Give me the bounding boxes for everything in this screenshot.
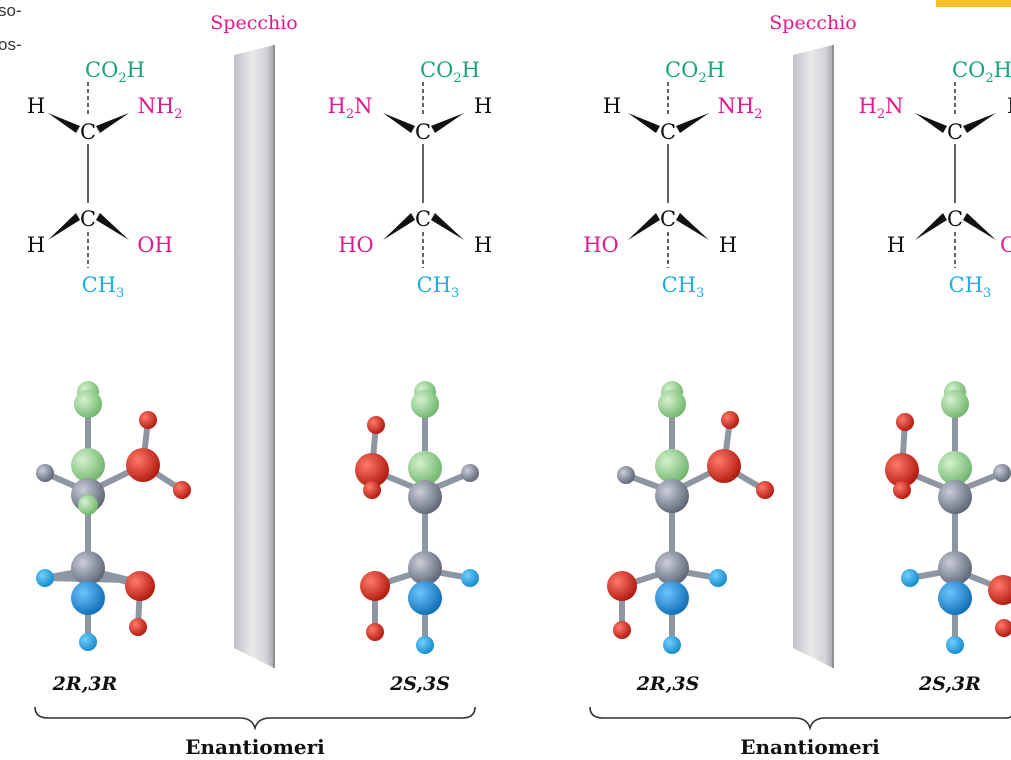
svg-text:H: H — [719, 233, 737, 257]
svg-text:H: H — [474, 233, 492, 257]
svg-text:C: C — [947, 207, 963, 231]
enantiomers-label-left: Enantiomeri — [185, 735, 325, 759]
config-label-3: 2R,3S — [636, 673, 700, 695]
svg-text:H: H — [27, 233, 45, 257]
mirror-label-left: Specchio — [210, 12, 297, 34]
svg-text:H2N: H2N — [328, 94, 373, 122]
svg-text:CO2H: CO2H — [420, 58, 480, 86]
svg-text:H: H — [603, 94, 621, 118]
svg-text:H: H — [27, 94, 45, 118]
svg-text:HO: HO — [583, 233, 619, 257]
svg-text:HO: HO — [338, 233, 374, 257]
svg-text:CO2H: CO2H — [952, 58, 1011, 86]
fischer-structure-2s3s: CO2H H2N H C C HO H CH3 — [328, 58, 493, 301]
ball-stick-model-2s3s — [355, 381, 479, 654]
svg-text:C: C — [80, 207, 96, 231]
corner-mark — [936, 0, 1011, 7]
svg-text:C: C — [660, 120, 676, 144]
svg-text:CH3: CH3 — [662, 273, 705, 301]
fischer-structure-2s3r: CO2H H2N H C C H OH CH3 — [859, 58, 1011, 301]
svg-text:C: C — [80, 120, 96, 144]
svg-text:C: C — [947, 120, 963, 144]
enantiomers-label-right: Enantiomeri — [740, 735, 880, 759]
config-label-1: 2R,3R — [52, 673, 118, 695]
mirror-left — [234, 45, 275, 668]
brace-left — [34, 706, 476, 731]
clipped-text-2: os- — [0, 35, 22, 54]
ball-stick-model-2r3r — [36, 381, 191, 651]
svg-text:NH2: NH2 — [138, 94, 183, 122]
svg-text:C: C — [415, 120, 431, 144]
ball-stick-model-2r3s — [607, 381, 774, 654]
mirror-right — [793, 45, 834, 668]
svg-text:CH3: CH3 — [417, 273, 460, 301]
mirror-label-right: Specchio — [769, 12, 856, 34]
svg-text:CH3: CH3 — [949, 273, 992, 301]
clipped-text-1: so- — [0, 1, 22, 20]
svg-text:CH3: CH3 — [82, 273, 125, 301]
svg-text:H: H — [474, 94, 492, 118]
svg-text:H: H — [1007, 94, 1011, 118]
config-label-2: 2S,3S — [389, 673, 450, 695]
fischer-structure-2r3r: CO2H H NH2 C C H OH CH3 — [27, 58, 183, 301]
svg-text:H: H — [887, 233, 905, 257]
svg-text:H2N: H2N — [859, 94, 904, 122]
fischer-structure-2r3s: CO2H H NH2 C C HO H CH3 — [583, 58, 762, 301]
svg-text:C: C — [660, 207, 676, 231]
svg-text:OH: OH — [1000, 233, 1011, 257]
config-label-4: 2S,3R — [918, 673, 981, 695]
svg-text:CO2H: CO2H — [665, 58, 725, 86]
svg-text:C: C — [415, 207, 431, 231]
ball-stick-model-2s3r — [885, 381, 1011, 654]
svg-text:OH: OH — [137, 233, 173, 257]
brace-right — [589, 706, 1011, 731]
svg-text:NH2: NH2 — [718, 94, 763, 122]
svg-text:CO2H: CO2H — [85, 58, 145, 86]
